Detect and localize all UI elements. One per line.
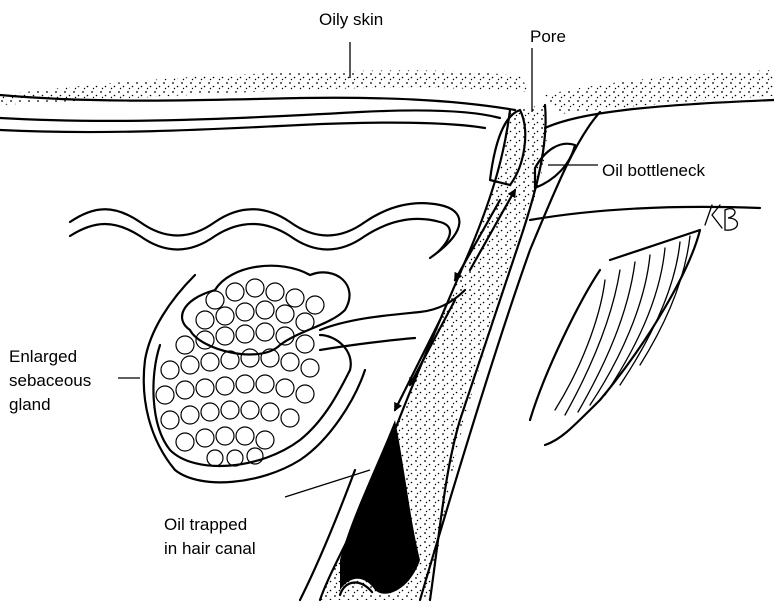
label-trapped-line2: in hair canal: [164, 539, 256, 558]
arrector-pili-muscle: [530, 230, 700, 445]
label-trapped-line1: Oil trapped: [164, 515, 247, 534]
dermis-boundary: [70, 203, 760, 258]
label-pore: Pore: [530, 27, 566, 46]
oily-skin-surface: [0, 70, 774, 132]
artist-signature: [705, 205, 737, 230]
gland-cells: [156, 279, 324, 466]
label-gland-line3: gland: [9, 395, 51, 414]
label-gland-line2: sebaceous: [9, 371, 91, 390]
label-gland-line1: Enlarged: [9, 347, 77, 366]
label-oily-skin: Oily skin: [319, 10, 383, 29]
label-oil-bottleneck: Oil bottleneck: [602, 161, 705, 180]
